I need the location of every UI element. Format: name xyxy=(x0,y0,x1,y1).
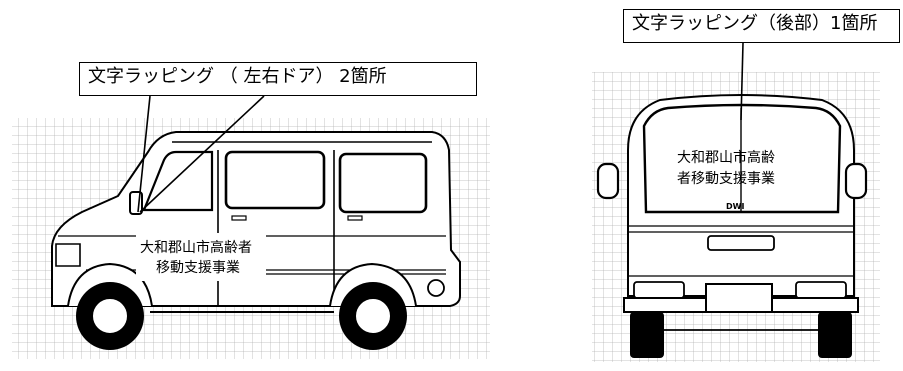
side-van-text-line2: 移動支援事業 xyxy=(156,260,240,276)
side-label-box xyxy=(136,233,266,281)
rear-leader xyxy=(740,42,744,121)
side-callout-label: 文字ラッピング （ 左右ドア） 2箇所 xyxy=(79,62,477,96)
rear-van-text-line2: 者移動支援事業 xyxy=(677,171,775,187)
side-van-text-line1: 大和郡山市高齢者 xyxy=(140,239,252,256)
side-van xyxy=(51,131,461,350)
side-leader-left xyxy=(137,95,151,213)
rear-van-badge: DWI xyxy=(726,202,744,211)
rear-van xyxy=(596,94,868,358)
side-leader-right xyxy=(139,95,265,213)
rear-van-text-line1: 大和郡山市高齢 xyxy=(677,149,775,166)
rear-callout-label: 文字ラッピング（後部）1箇所 xyxy=(623,9,900,43)
